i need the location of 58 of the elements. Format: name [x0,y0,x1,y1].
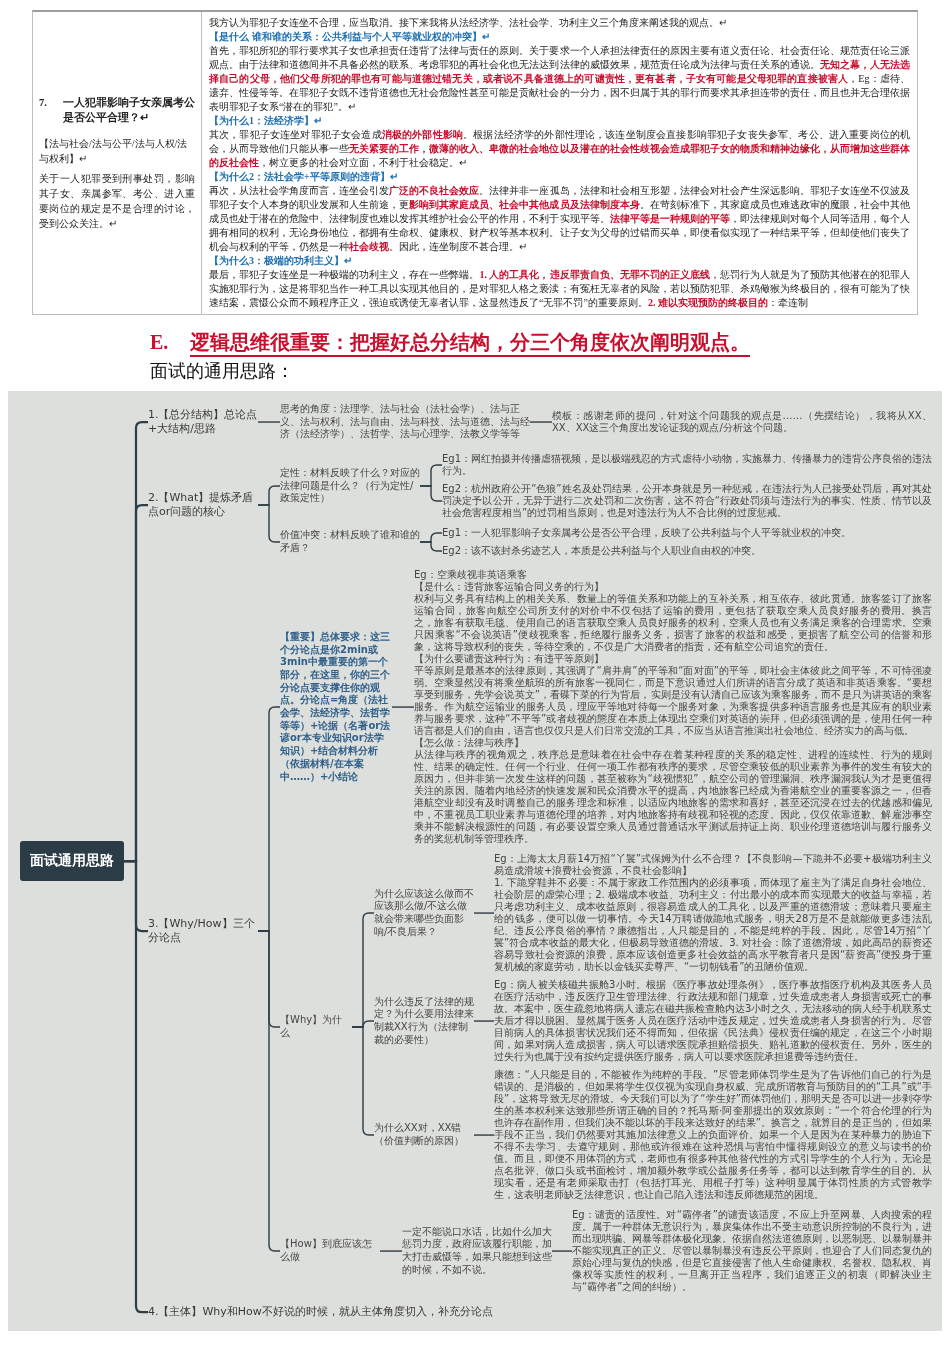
key-note: 【重要】总体要求：这三个分论点是你2min或3min中最重要的第一个部分，在这里，你的三个分论点要支撑住你的观点。分论点=角度（法社会学、法经济学、法哲学等等）+论据（名著or法谚or本专业知识or法学知识）+结合材料分析（依据材料/在本案中……）+小结论 [280,630,392,784]
connector-line [391,706,415,708]
subtopic: 为什么XX对，XX错（价值判断的原因） [374,1122,474,1148]
subtopic: 一定不能说口水话，比如什么加大惩罚力度，政府应该履行职能，加大打击威慑等，如果只能想到这些的时候，不如不说。 [402,1225,552,1277]
example-text: Eg：谴责的适度性。对“霸停者”的谴责该适度，不应上升至网暴、人肉搜索的程度。属于一种群体无意识行为，暴戾集体作出不受主动意识所控制的不良行为，进而出现哄骗、网暴等群体极化现象。依据自然法道德原则，以恶制恶、以暴制暴并不能实现真正的正义。尽管以暴制暴没有违反公平原则，也迎合了人们同态复仇的原始心理与复仇的快感，但是它直接侵害了他人生命健康权、名誉权、隐私权、肖像权等实质性的权利，一旦离开正当程序，我们追逐正义的初衷（即解决业主与“霸停者”之间的纠纷）。 [572,1209,932,1294]
connector-line [473,1134,495,1136]
subtopic: 价值冲突：材料反映了谁和谁的矛盾？ [280,529,420,555]
connector-line [257,421,281,423]
example-text: 模板：感谢老师的提问，针对这个问题我的观点是……（先摆结论），我将从XX、XX、XX这三个角度出发论证我的观点/分析这个问题。 [552,410,932,435]
answer-subheading: 【为什么1：法经济学】↵ [209,114,323,128]
subtopic: 【Why】为什么 [280,1014,352,1040]
connector-line [529,421,553,423]
connector-line [473,912,495,914]
example-paragraph: Eg：上海太太月薪14万招“丫鬟”式保姆为什么不合理？【不良影响—下跪并不必要+极端功利主义易造成滑坡+浪费社会资源，不良社会影响】 [494,853,932,877]
section-subheading: 面试的通用思路： [150,360,294,383]
answer-paragraph: 最后，罪犯子女连坐是一种极端的功利主义，存在一些弊端。1. 人的工具化，违反罪责自负、无罪不罚的正义底线，惩罚行为人就是为了预防其他潜在的犯罪人实施犯罪行为，这是将罪犯当作一种工具以实现其他目的，是对罪犯人格之亵渎；有冤枉无辜者的风险，若以预防犯罪、杀鸡儆猴为终极目的，很有可能为了快速结案，震慑公众而不顾程序正义，强迫或诱使无辜者认罪，这显然违反了“无罪不罚”的重要原则。2. 难以实现预防的终极目的：牵连制 [209,268,910,310]
example-text: Eg1：一人犯罪影响子女亲属考公是否公平合理，反映了公共利益与个人平等就业权的冲突。 [442,527,932,540]
answer-subheading: 【为什么2：法社会学+平等原则的违背】↵ [209,170,399,184]
example-text: Eg2：该不该封杀劣迹艺人，本质是公共利益与个人职业自由权的冲突。 [442,545,932,558]
question-description: 关于一人犯罪受到刑事处罚，影响其子女、亲属参军、考公、进入重要岗位的规定是不是合理的讨论，受到公众关注。↵ [39,172,195,231]
branch-topic: 4.【主体】Why和How不好说的时候，就从主体角度切入，补充分论点 [148,1305,932,1320]
topic-tags: 【法与社会/法与公平/法与人权/法与权利】↵ [39,136,195,166]
example-text: Eg1：网红拍摄并传播虐猫视频，是以极端残忍的方式虐待小动物，实施暴力、传播暴力的违背公序良俗的违法行为。 [442,453,932,478]
answer-paragraph: 首先，罪犯所犯的罪行要求其子女也承担责任违背了法律与责任的原则。关于要求一个人承担法律责任的原因主要有道义责任论、社会责任论、规范责任论三派观点。由于法律和道德间并不具备必然的联系、考虑罪犯的再社会化也无法达到法律的威慑效果，规范责任论成为法律与责任关系的通说。无知之幕，人无法选择自己的父母，他们父母所犯的罪也有可能与道德过错无关，或者说不具备道德上的可谴责性，更有甚者，子女有可能是父母犯罪的直接被害人，Eg：虐待、遗弃、性侵等等。在罪犯子女既不违背道德也无社会危险性甚至可能是贡献社会的一分力，因不归属于其的罪行而要求其承担连带的责任，而且也并无合理依据表明罪犯子女系“潜在的罪犯”。↵ [209,44,910,114]
example-paragraph: Eg：空乘歧视非英语乘客 [414,569,528,582]
example-text: Eg：病人被关核磁共振舱3小时。根据《医疗事故处理条例》，医疗事故指医疗机构及其医务人员在医疗活动中，违反医疗卫生管理法律、行政法规和部门规章，过失造成患者人身损害或死亡的事故。本案中，医生疏忽地将病人遗忘在磁共振检查舱内达3小时之久，无法移动的病人经手机联系丈夫后才得以脱困。显然属于医务人员在医疗活动中违反规定，过失造成患者人身损害的行为。尽管目前病人的具体损害状况我们还不得而知，但依据《民法典》侵权责任编的规定，在这三个小时期间，如果对病人造成损害，病人可以请求医院承担赔偿损失、赔礼道歉的侵权责任。另外，医生的过失行为也属于没有按约定提供医疗服务，病人可以要求医院承担退费等违约责任。 [494,979,932,1064]
subtopic: 为什么违反了法律的规定？为什么要用法律来制裁XX行为（法律制裁的必要性） [374,995,474,1047]
subtopic: 思考的角度：法理学、法与社会（法社会学）、法与正义、法与权利、法与自由、法与科技、法与道德、法与经济（法经济学）、法哲学、法与心理学、法教义学等等 [280,403,530,442]
question-number: 7. [39,96,48,110]
example-paragraph: 【怎么做：法律与秩序】 [414,737,525,749]
subtopic: 定性：材料反映了什么？对应的法律问题是什么？（行为定性/政策定性） [280,467,420,506]
example-paragraph: 权利与义务具有结构上的相关关系、数量上的等值关系和功能上的互补关系，相互依存、彼此贯通。旅客签订了旅客运输合同，旅客向航空公司所支付的对价中不仅包括了运输的费用，更包括了获取空乘人员良好服务的费用。换言之，旅客有获取毛毯、使用自己的语言获取空乘人员良好服务的权利，空乘人员也有义务满足乘客的合理需求。空乘只因乘客“不会说英语”便歧视乘客，拒绝履行服务义务，损害了旅客的权益和感受，更损害了航空公司的信誉和形象，这将导致权利的丧失，等待空乘的，不仅是广大消费者的指责，还有航空公司追究的责任。 [414,593,932,653]
example-paragraph: 从法律与秩序的视角观之，秩序总是意味着在社会中存在着某种程度的关系的稳定性、进程的连续性、行为的规则性、结果的确定性。任何一个行业、任何一项工作都有秩序的要求，尽管空乘较低的职业素养为事件的发生有较大的原因力，但并非第一次发生这样的问题，甚至被称为“歧视惯犯”，航空公司的管理漏洞、秩序漏洞我认为才是更值得关注的原因。随着内地经济的快速发展和民众消费水平的提高，内地旅客已经成为香港航空业的重要客源之一，但香港航空业却没有及时调整自己的服务理念和标准，以适应内地旅客的需求和喜好，甚至还沉浸在过去的优越感和偏见中，不重视员工职业素养与道德伦理的培养，对内地旅客持有歧视和轻视的态度。因此，仅仅依靠道歉、解雇涉事空乘并不能解决根源性的问题，有必要设置空乘人员通过普通话水平测试后持证上岗、职业伦理道德培训与履行服务义务的奖惩机制等管理秩序。 [414,749,932,846]
section-heading: 逻辑思维很重要：把握好总分结构，分三个角度依次阐明观点。 [190,329,751,357]
branch-topic: 3.【Why/How】三个分论点 [148,916,258,946]
example-paragraph: 1. 下跪穿鞋并不必要：不属于家政工作范围内的必须事项，而体现了雇主为了满足自身社会地位、社会阶层的虚荣心理；2. 极端成本收益、功利主义：付出最小的成本而实现最大的收益与幸福，若只考虑功利主义、成本收益原则，很容易造成人的工具化，以及严重的道德滑坡；意味着只要雇主给的钱多，便可以做一切事情。今天14万聘请做跪地式服务，明天28万是不是就能做更多违法乱纪、违反公序良俗的事情？康德指出，人只能是目的，不能是纯粹的手段。因此，尽管14万招“丫鬟”符合成本收益的最大化，但极易导致道德的滑坡。3. 对社会：除了道德滑坡，如此高昂的薪资还容易导致社会资源的浪费，原本应该创造更多社会效益的高水平教育者只是因“薪资高”便投身于重复机械的家庭劳动，助长以金钱买卖尊严、“一切朝钱看”的丑陋价值观。 [494,877,932,974]
subtopic: 【How】到底应该怎么做 [280,1238,380,1264]
central-topic: 面试通用思路 [20,841,124,882]
example-paragraph: 【为什么要谴责这种行为：有违平等原则】 [414,653,605,665]
answer-paragraph: 我方认为罪犯子女连坐不合理，应当取消。接下来我将从法经济学、法社会学、功利主义三个角度来阐述我的观点。↵ [209,16,728,30]
connector-line [419,541,443,552]
connector-line [379,1250,403,1252]
example-paragraph: 平等原则是最基本的法律原则，其强调了“肩并肩”的平等和“面对面”的平等，即社会主体彼此之间平等，不可恃强凌弱。空乘显然没有将乘坐航班的所有旅客一视同仁，而是下意识通过人们所讲的语言分成了英语和非英语乘客。“要想享受到服务，先学会说英文”，看碟下菜的行为背后，实则是没有认清自己应该为乘客服务，而不是只为讲英语的乘客服务。作为航空运输业的服务人员，理应平等地对待每一个服务对象，为乘客提供多种语言服务也是其应有的职业素养与服务要求，这种“不平等”或者歧视的態度在本质上体现出空乘们对英语的崇拜，但必须强调的是，使用任何一种语言都是人们的自由，语言也仅仅只是人们日常交流的工具，不应当从语言推演出社会地位、经济实力的高与低。 [414,665,932,737]
section-letter: E. [150,330,169,355]
answer-paragraph: 再次，从法社会学角度而言，连坐会引发广泛的不良社会效应。法律并非一座孤岛，法律和社会相互形塑，法律会对社会产生深远影响。罪犯子女连坐不仅波及罪犯子女个人本身的职业发展和人生前途，更影响到其家庭成员、社会中其他成员及法律制度本身。在苛刻标准下，其家庭成员也难逃政审的魔眼，社会中其他成员也处于潜在的危险中、法律制度也难以发挥其维护社会公平的作用，不利于实现平等。法律平等是一种规则的平等，即法律规则对每个人同等适用，每个人拥有相同的权利，无论身份地位，都拥有生命权、健康权、财产权等基本权利。让子女为父母的过错而买单，即便看似实现了一种结果平等，但却使他们丧失了机会与权利的平等，仍然是一种社会歧视。因此，连坐制度不甚合理。↵ [209,184,910,254]
branch-topic: 1.【总分结构】总论点+大结构/思路 [148,407,258,437]
example-text: 康德：“人只能是目的，不能被作为纯粹的手段。”尽管老师体罚学生是为了告诉他们自己的行为是错误的、是消极的，但如果将学生仅仅视为实现自身权威、完成所谓教育与预防目的的“工具”或“手段”，这将导致无尽的滑坡。今天我们可以为了“学生好”而体罚他们，那明天是否可以进一步剥夺学生的基本权利来达致那些所谓正确的目的？托马斯·阿奎那提出的双效原则：“一个符合伦理的行为也许存在副作用，但我们决不能以坏的手段来达致好的结果”。换言之，就算目的是正当的，但如果手段不正当，我们仍然要对其施加法律意义上的负面评价。如果一个人是因为在某种暴力的胁迫下不得不去学习、去遵守规则，那他或许很难在这种恐惧与害怕中懂得规则设立的意义与读书的价值。而且，即便不用体罚的方式，老师也有很多种其他替代性的方式引导学生的个人行为，无论是点名批评、做口头或书面检讨，增加额外教学或公益服务任务等，都可以达到教育学生的目的。从现实看，还是有老师采取击打（包括打耳光、用棍子打等）这种明显属于体罚性质的方式管教学生，这表明老师缺乏法律意识，也让自己陷入违法和违反师德规范的困境。 [494,1069,932,1202]
example-text: Eg2：杭州政府公开“色狼”姓名及处罚结果，公开本身就是另一种惩戒，在违法行为人已接受处罚后，再对其处罚决定予以公开，无异于进行二次处罚和二次伤害，这不符合“行政处罚须与违法行为的事实、性质、情节以及社会危害程度相当”的过罚相当原则，也是对违法行为人不合比例的过度惩戒。 [442,483,932,520]
example-paragraph: 【是什么：违背旅客运输合同义务的行为】 [414,581,605,593]
connector-line [419,485,443,502]
connector-line [551,1250,573,1252]
subtopic: 为什么应该这么做而不应该那么做/不这么做就会带来哪些负面影响/不良后果？ [374,887,474,939]
answer-paragraph: 其次，罪犯子女连坐对罪犯子女会造成消极的外部性影响。根据法经济学的外部性理论，该连坐制度会直接影响罪犯子女丧失参军、考公、进入重要岗位的机会，从而导致他们只能从事一些无关紧要的工作，微薄的收入、卑微的社会地位以及潜在的社会性歧视会造成罪犯子女的物质和精神边缘化，从而增加这些群体的反社会性，树立更多的社会对立面，不利于社会稳定。↵ [209,128,910,170]
answer-subheading: 【为什么3：极端的功利主义】↵ [209,254,353,268]
question-title: 一人犯罪影响子女亲属考公是否公平合理？↵ [63,95,195,125]
branch-topic: 2.【What】提炼矛盾点or问题的核心 [148,490,258,520]
answer-subheading: 【是什么 谁和谁的关系：公共利益与个人平等就业权的冲突】↵ [209,30,491,44]
connector-line [473,1020,495,1022]
